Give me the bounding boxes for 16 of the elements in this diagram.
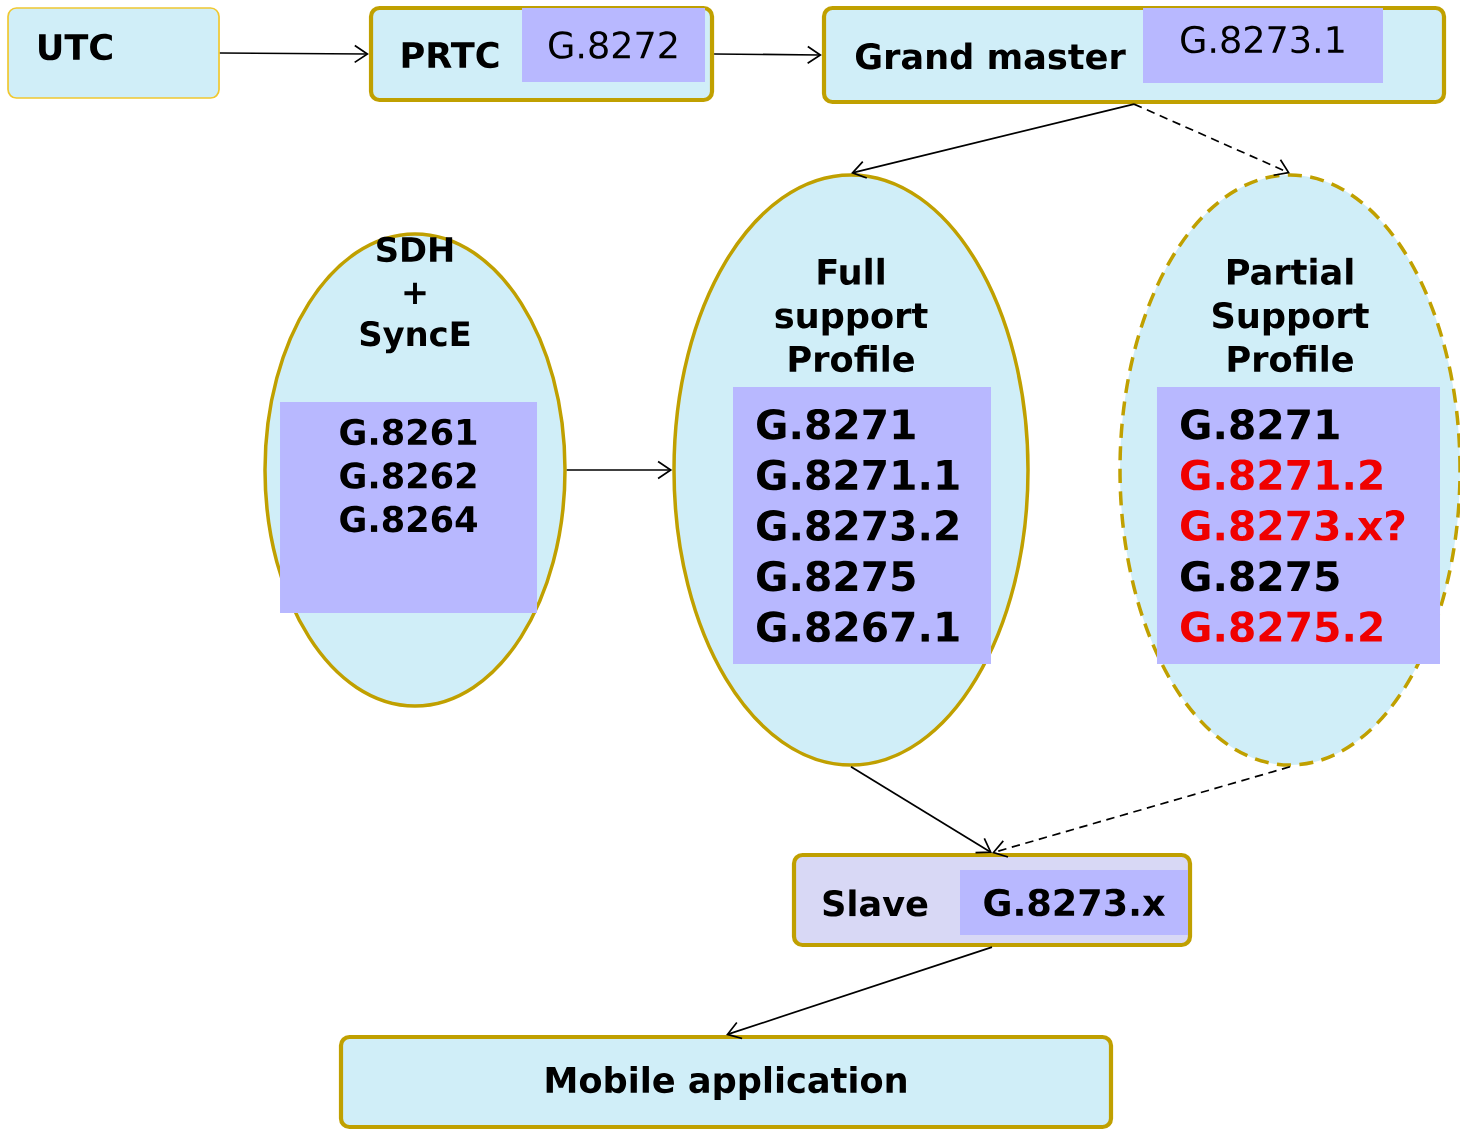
label-box: G.8261 G.8262 G.8264 [280,402,537,614]
label-box: G.8271 G.8271.2 G.8273.x? G.8275 G.8275.2 [1157,387,1440,665]
arrow [726,946,993,1040]
arrow [713,45,822,65]
arrow [565,460,673,480]
arrow [219,44,369,64]
arrow [1133,103,1290,177]
arrow [992,765,1291,858]
label-box: G.8273.x [960,870,1188,935]
label-box: G.8272 [522,8,705,82]
rounded-box: Mobile application [338,1034,1114,1130]
rounded-box: UTC [7,7,220,99]
label-box: G.8273.1 [1143,8,1383,83]
arrow [850,765,992,854]
arrow [851,103,1135,179]
label-box: G.8271 G.8271.1 G.8273.2 G.8275 G.8267.1 [733,387,991,665]
